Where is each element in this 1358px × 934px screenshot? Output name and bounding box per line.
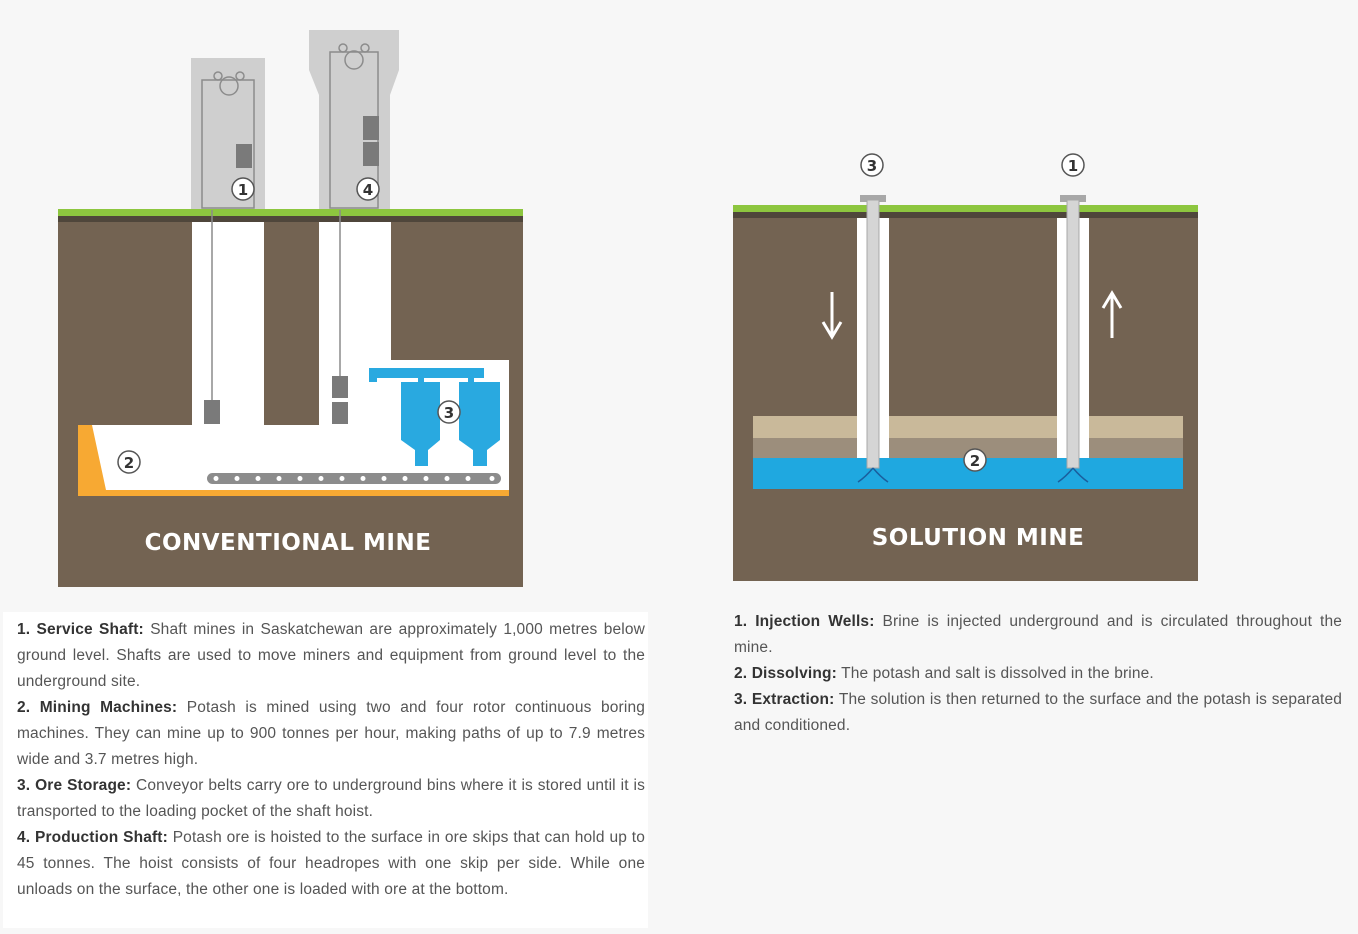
svg-text:2: 2 (124, 454, 134, 472)
conventional-marker-2: 2 (117, 450, 141, 474)
up-arrow-icon (1101, 290, 1123, 338)
mining-diagram: 1 4 3 2 CONVENTIONAL MINE (58, 30, 1198, 587)
solution-marker-2: 2 (963, 448, 987, 472)
conventional-item: 4. Production Shaft: Potash ore is hoist… (17, 829, 645, 898)
conventional-marker-4: 4 (356, 177, 380, 201)
salt-layer (753, 416, 1183, 438)
solution-mine-diagram: 3 1 2 SOLUTION MINE (733, 153, 1198, 581)
conventional-item: 3. Ore Storage: Conveyor belts carry ore… (17, 777, 645, 820)
solution-ground (733, 205, 1198, 581)
ore-storage-bins (369, 368, 500, 466)
conventional-mine-diagram: 1 4 3 2 CONVENTIONAL MINE (58, 30, 523, 587)
svg-text:4: 4 (363, 181, 373, 199)
extraction-well (857, 195, 889, 483)
solution-mine-title: SOLUTION MINE (872, 525, 1085, 551)
solution-marker-1: 1 (1061, 153, 1085, 177)
conventional-grass (58, 209, 523, 216)
svg-text:3: 3 (867, 157, 877, 175)
solution-mine-description: 1. Injection Wells: Brine is injected un… (734, 609, 1342, 739)
solution-grass (733, 205, 1198, 212)
conventional-item: 1. Service Shaft: Shaft mines in Saskatc… (17, 621, 645, 690)
down-arrow-icon (821, 292, 843, 340)
solution-item: 2. Dissolving: The potash and salt is di… (734, 665, 1154, 682)
conventional-mine-description: 1. Service Shaft: Shaft mines in Saskatc… (17, 617, 645, 903)
svg-text:3: 3 (444, 404, 454, 422)
conventional-mine-title: CONVENTIONAL MINE (145, 530, 432, 556)
conventional-marker-1: 1 (231, 177, 255, 201)
solution-item: 1. Injection Wells: Brine is injected un… (734, 613, 1342, 656)
svg-text:1: 1 (238, 181, 248, 199)
solution-item: 3. Extraction: The solution is then retu… (734, 691, 1342, 734)
svg-text:2: 2 (970, 452, 980, 470)
conventional-item: 2. Mining Machines: Potash is mined usin… (17, 699, 645, 768)
production-shaft-headframe (309, 30, 399, 210)
svg-text:1: 1 (1068, 157, 1078, 175)
conventional-text-background (3, 612, 648, 928)
conventional-marker-3: 3 (437, 400, 461, 424)
solution-marker-3: 3 (860, 153, 884, 177)
conveyor-belt (207, 473, 501, 484)
injection-well (1057, 195, 1089, 483)
